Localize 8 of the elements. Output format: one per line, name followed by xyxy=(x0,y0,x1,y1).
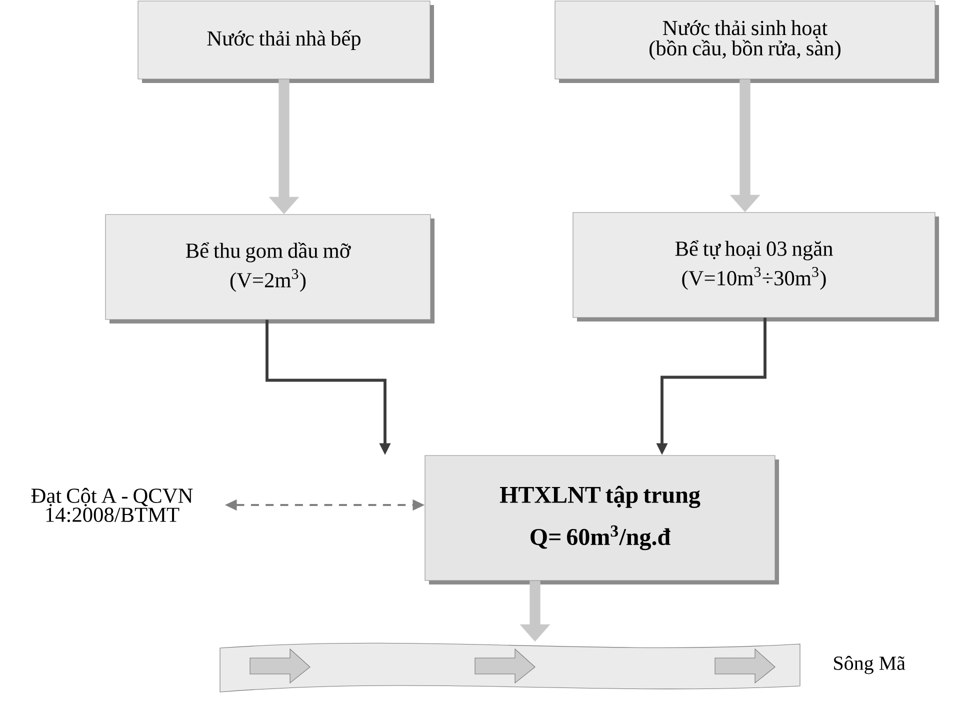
treatment-box: HTXLNT tập trung Q= 60m$^{3}$/ng.đ xyxy=(424,455,779,584)
river-label: Sông Mã xyxy=(834,656,906,674)
process-box: Bể thu gom dầu mỡ (V=2m$^{3}$) xyxy=(105,214,435,324)
process-box: Nước thải sinh hoạt (bồn cầu, bồn rửa, sàn) xyxy=(554,0,939,83)
process-box: Nước thải nhà bếp xyxy=(138,0,434,83)
process-box: Bể tự hoại 03 ngăn (V=10m$^{3}$÷30m$^{3}$) xyxy=(572,212,939,322)
river-band xyxy=(220,642,800,692)
standard-text: Đạt Cột A - QCVN 14:2008/BTMT xyxy=(31,488,193,522)
